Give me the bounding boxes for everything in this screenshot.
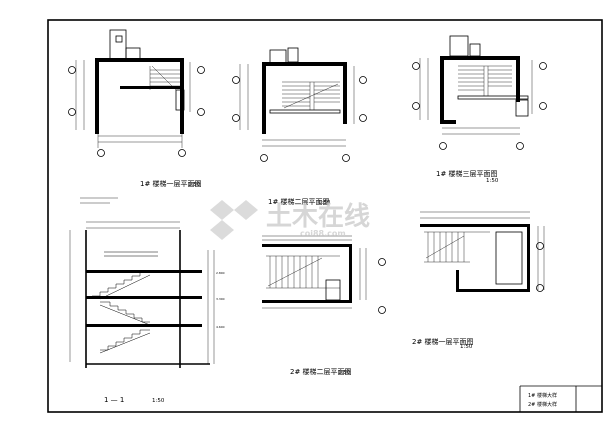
- plan-stair1-floor3: 1# 楼梯三层平面图 1:50: [412, 35, 547, 184]
- grid-bubble-4: [516, 142, 524, 150]
- title-plan2-floor2: 2# 楼梯二层平面图: [290, 367, 352, 376]
- section-1-1: 2.800 3.300 4.600 1 — 1 1:50: [69, 221, 225, 404]
- title-block-line2: 2# 楼梯大样: [528, 401, 557, 408]
- watermark-text: 土木在线: [266, 202, 370, 232]
- title-plan1-floor2: 1# 楼梯二层平面图: [268, 197, 330, 206]
- title-block: 1# 楼梯大样 2# 楼梯大样: [519, 385, 602, 412]
- plan-stair1-floor2: 1# 楼梯二层平面图 1:50: [232, 47, 367, 206]
- title-block-line1: 1# 楼梯大样: [528, 392, 557, 399]
- plan-stair2-floor2: 2# 楼梯二层平面图 1:50: [262, 235, 386, 376]
- title-plan2-floor1: 2# 楼梯一层平面图: [412, 337, 474, 346]
- level-1: 2.800: [216, 271, 225, 275]
- scale-plan2-floor1: 1:50: [460, 344, 473, 350]
- title-plan1-floor3: 1# 楼梯三层平面图: [436, 169, 498, 178]
- scale-plan1-floor3: 1:50: [486, 178, 499, 184]
- title-section: 1 — 1: [104, 396, 124, 404]
- scale-plan2-floor2: 1:50: [338, 370, 351, 376]
- title-plan1-floor1: 1# 楼梯一层平面图: [140, 179, 202, 188]
- scale-plan1-floor1: 1:50: [188, 182, 201, 188]
- watermark-url: coi88.com: [300, 229, 346, 238]
- level-2: 3.300: [216, 297, 225, 301]
- plan-stair2-floor1: 2# 楼梯一层平面图 1:50: [412, 211, 545, 350]
- grid-bubble-4: [178, 149, 186, 157]
- scale-plan1-floor2: 1:50: [318, 200, 331, 206]
- grid-bubble-1: [439, 142, 447, 150]
- scale-section: 1:50: [152, 398, 165, 404]
- grid-bubble-1: [97, 149, 105, 157]
- plan-stair1-floor1: 1# 楼梯一层平面图 1:50: [68, 29, 205, 204]
- sheet-border: [47, 19, 603, 413]
- grid-bubble-1: [260, 154, 268, 162]
- level-3: 4.600: [216, 325, 225, 329]
- watermark: 土木在线 coi88.com: [210, 200, 370, 240]
- grid-bubble-4: [342, 154, 350, 162]
